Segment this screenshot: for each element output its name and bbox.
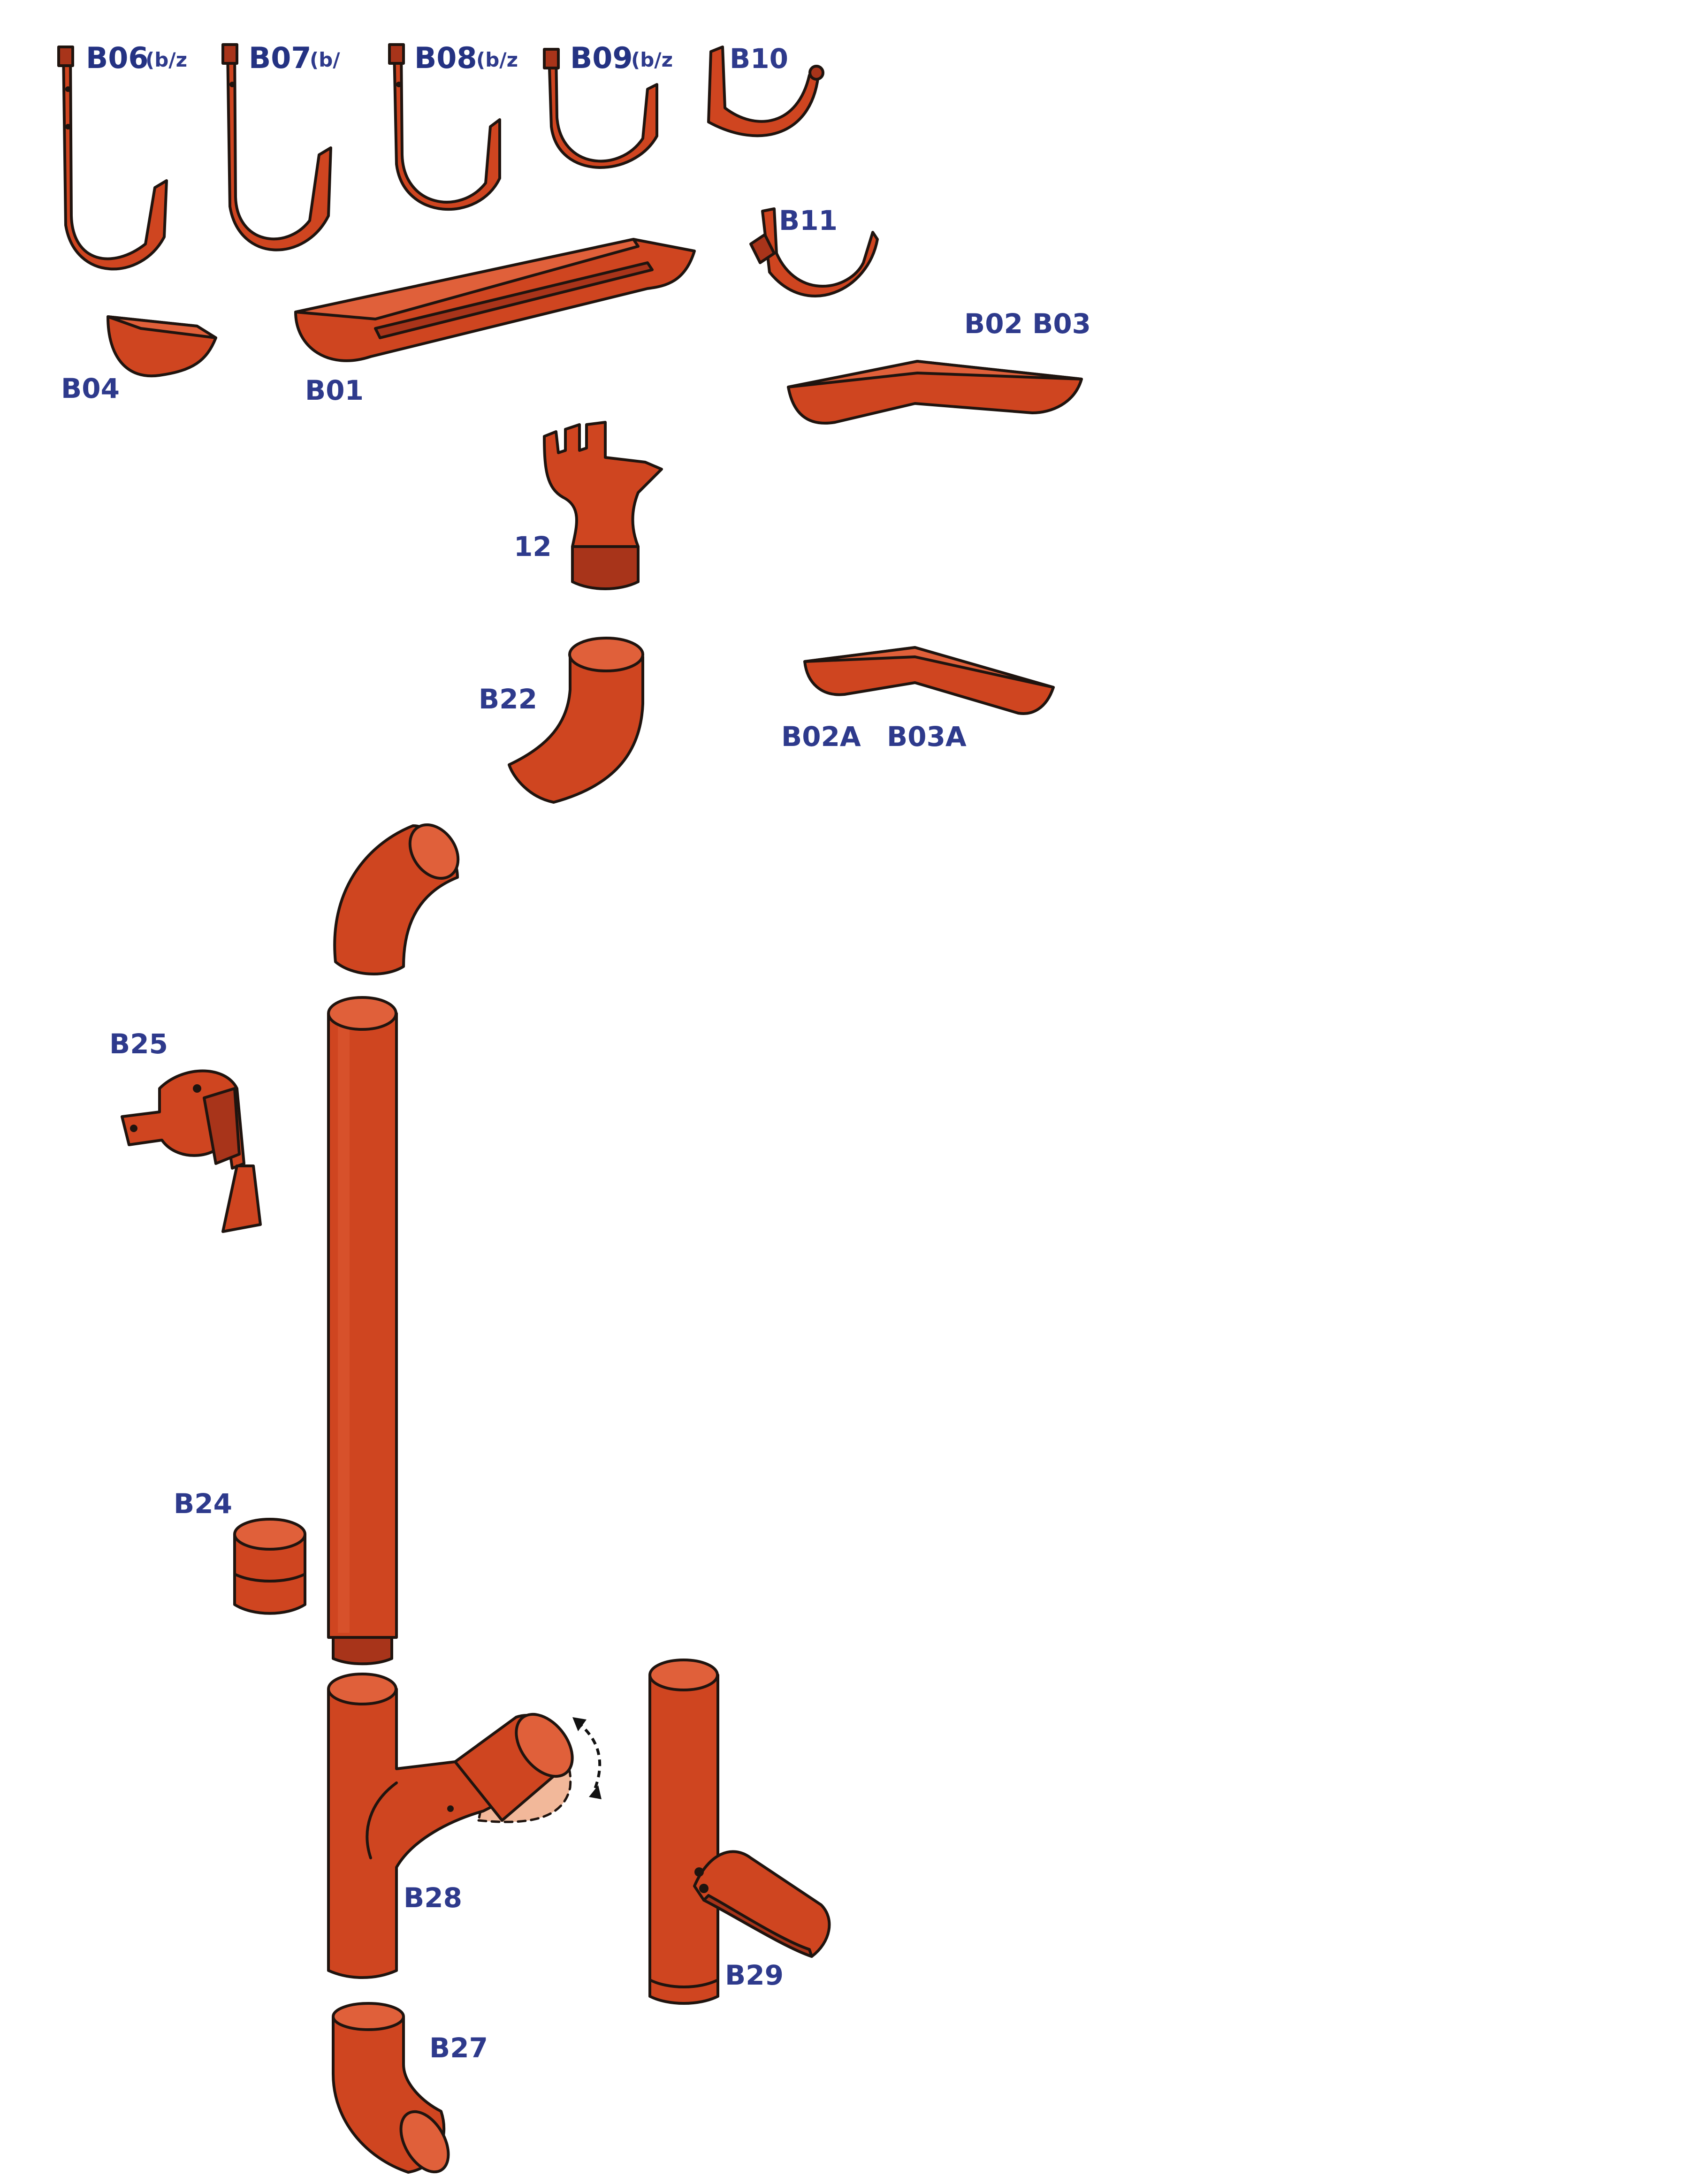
pipe-clip-b25 — [121, 1069, 262, 1233]
label-b02-b03: B02 B03 — [964, 308, 1091, 340]
label-b08-sub: (b/z — [476, 48, 518, 71]
coupling-b24 — [233, 1518, 306, 1615]
elbow-b27 — [332, 2002, 450, 2174]
angle-b02-b03 — [787, 360, 1083, 425]
label-b09-sub: (b/z — [631, 48, 673, 71]
label-b07: B07 — [249, 41, 312, 75]
label-b07-sub: (b/ — [310, 48, 340, 71]
rain-diverter-b29 — [648, 1659, 831, 2005]
label-12: 12 — [514, 531, 552, 563]
label-b09: B09 — [570, 41, 633, 75]
hook-b07 — [221, 43, 332, 251]
label-b04: B04 — [61, 373, 120, 404]
branch-b28 — [327, 1673, 574, 1979]
label-b06: B06 — [86, 41, 149, 75]
label-b02a: B02A — [781, 721, 861, 753]
hook-b09 — [543, 48, 658, 169]
rotation-arrow — [572, 1717, 602, 1799]
label-b27: B27 — [429, 2032, 488, 2064]
label-b28: B28 — [404, 1882, 462, 1914]
hook-b06 — [57, 46, 168, 271]
label-b01: B01 — [305, 374, 364, 406]
elbow-b22 — [508, 637, 644, 804]
label-b11: B11 — [779, 205, 838, 236]
label-b25: B25 — [109, 1028, 168, 1060]
angle-b02a-b03a — [803, 646, 1055, 715]
label-b22: B22 — [479, 683, 537, 715]
bracket-b11 — [749, 207, 879, 297]
label-b24: B24 — [174, 1488, 232, 1520]
hook-b10 — [707, 46, 824, 137]
end-cap-b04 — [107, 315, 217, 378]
downpipe — [327, 996, 398, 1666]
label-b06-sub: (b/z — [145, 48, 187, 71]
label-b08: B08 — [414, 41, 477, 75]
label-b10: B10 — [730, 43, 788, 75]
elbow-upper — [333, 823, 460, 975]
hook-b08 — [388, 43, 501, 211]
label-b03a: B03A — [887, 721, 967, 753]
outlet-12 — [543, 421, 663, 590]
gutter-b01 — [294, 238, 696, 362]
label-b29: B29 — [725, 1959, 784, 1991]
